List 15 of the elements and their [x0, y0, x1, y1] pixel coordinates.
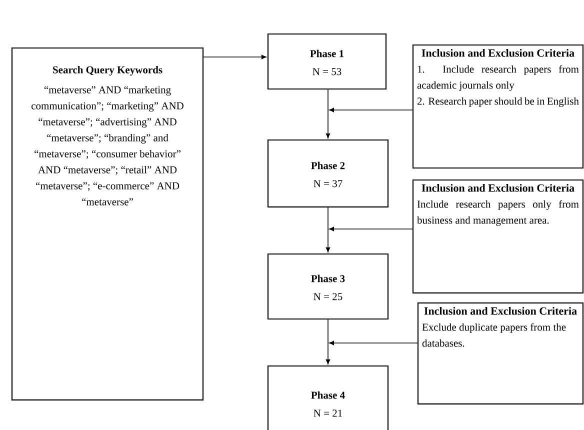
phase-box: Phase 3 N = 25: [267, 253, 389, 320]
arrow: [326, 207, 330, 252]
arrow: [329, 226, 413, 232]
arrow: [329, 108, 413, 112]
arrow: [326, 319, 330, 364]
keyword-box: Search Query Keywords “metaverse” AND “marketing communication”; “marketing” AND “metaverse”; “advertising” AND “metaverse”; “branding” and “metaverse”; “consumer behavior” AND “metaverse”; “retail” AND “metaverse”; “e-commerce” AND “metaverse”: [11, 47, 204, 401]
criteria-box: Inclusion and Exclusion Criteria 1. Include research papers from academic journals only 2. Research paper should be in English: [412, 44, 584, 169]
arrow: [329, 340, 418, 346]
arrow: [326, 89, 330, 138]
criteria-box: Inclusion and Exclusion Criteria Include research papers only from business and management area.: [412, 179, 584, 294]
phase-box: Phase 1 N = 53: [267, 33, 387, 90]
phase-box: Phase 4 N = 21: [267, 365, 389, 430]
arrow: [203, 54, 266, 60]
phase-box: Phase 2 N = 37: [267, 139, 389, 208]
criteria-box: Inclusion and Exclusion Criteria Exclude duplicate papers from the databases.: [417, 302, 584, 405]
